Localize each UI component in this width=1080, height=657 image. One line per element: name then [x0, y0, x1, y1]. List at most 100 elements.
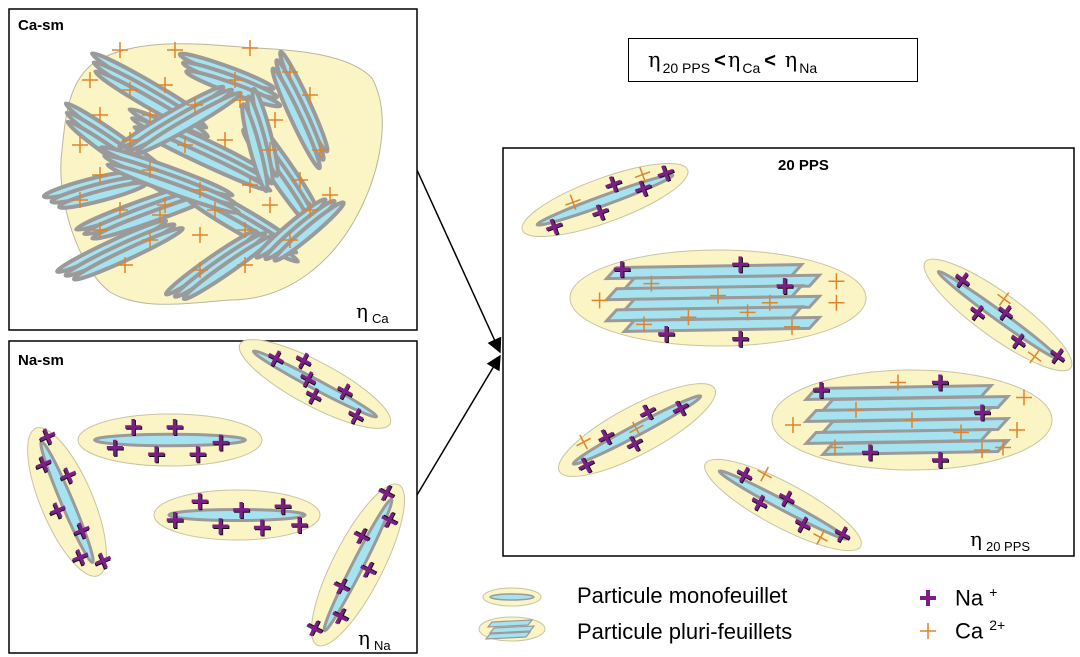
clay-sheet-stack	[240, 86, 280, 194]
ca-ion	[813, 530, 828, 545]
ca-ion	[1027, 349, 1042, 364]
na-ion	[592, 204, 610, 222]
clay-sheet	[620, 315, 823, 333]
ca-ion	[142, 162, 158, 178]
na-ion	[212, 518, 230, 536]
ca-ion	[576, 434, 592, 450]
monofeuillet-particle	[923, 258, 1073, 372]
clay-sheet	[272, 200, 346, 263]
na-ion	[106, 439, 124, 457]
na-ion	[348, 407, 365, 425]
na-ion	[597, 429, 616, 446]
na-ion	[306, 620, 324, 637]
ca-ion	[761, 294, 778, 311]
na-ion	[813, 382, 830, 399]
legend-na-label: Na +	[955, 584, 997, 611]
na-ion	[295, 352, 312, 370]
na-ion	[71, 549, 89, 567]
ca-ion	[282, 64, 298, 80]
clay-sheet	[535, 173, 675, 227]
na-ion	[932, 452, 949, 469]
ca-ion	[217, 132, 233, 148]
na-ion	[291, 517, 309, 534]
na-ion	[94, 552, 112, 570]
na-ion	[332, 608, 350, 625]
ca-ion	[227, 72, 243, 88]
ca-ion	[122, 132, 138, 148]
ca-ion	[192, 227, 208, 243]
legend-na-symbol	[920, 590, 936, 606]
ca-ion	[157, 77, 173, 93]
monofeuillet-particle	[557, 383, 717, 477]
ca-ion	[784, 318, 800, 335]
clay-sheet	[71, 226, 185, 282]
monofeuillet-particle	[27, 427, 112, 577]
legend-ca-symbol	[920, 623, 936, 639]
na-ion	[1010, 333, 1027, 350]
ca-ion	[322, 187, 338, 203]
pps-panel	[502, 147, 1075, 557]
na-ion	[212, 434, 230, 452]
na-ion	[381, 511, 399, 529]
ca-ion	[157, 197, 173, 213]
na-ion	[862, 444, 879, 462]
ca-ion	[92, 167, 108, 183]
legend-ca-text: Ca	[955, 618, 984, 644]
ca-ion	[636, 316, 652, 333]
eta-pps-symbol: η	[970, 527, 982, 551]
ca-ion	[629, 421, 644, 437]
na-ion	[49, 502, 66, 520]
ca-ion	[680, 309, 697, 326]
ca-ion	[92, 222, 108, 238]
legend-multi-label: Particule pluri-feuillets	[577, 619, 793, 644]
na-ion	[300, 371, 317, 389]
clay-sheet	[270, 66, 322, 171]
na-ion	[166, 419, 184, 436]
ca-ion	[995, 439, 1011, 456]
relation-sub-na: Na	[799, 60, 818, 76]
ca-ion	[634, 166, 651, 183]
clay-sheet-stack	[254, 197, 346, 263]
na-ion	[751, 494, 768, 512]
clay-sheet-stack	[117, 84, 243, 156]
na-ion	[59, 467, 77, 485]
relation-lt-2: <	[764, 50, 776, 72]
ca-ion	[122, 82, 138, 98]
ca-ion	[237, 222, 253, 238]
legend-na-charge: +	[989, 584, 998, 600]
arrow-na-to-pps	[416, 354, 501, 496]
clay-sheet	[936, 269, 1060, 361]
ca-ion	[591, 292, 608, 309]
ca-ion	[302, 202, 318, 218]
ca-ion	[890, 374, 906, 391]
na-particles	[27, 339, 406, 647]
na-ion	[974, 404, 991, 422]
na-ion	[732, 330, 750, 348]
ca-ion	[117, 257, 133, 273]
ca-ion	[112, 202, 128, 218]
pps-title: 20 PPS	[778, 157, 829, 174]
na-ion	[253, 519, 271, 537]
ca-ion	[177, 137, 193, 153]
relation-eta-3: η	[784, 48, 798, 72]
na-ion	[360, 561, 378, 579]
na-ion	[970, 304, 986, 322]
na-ion	[73, 522, 90, 540]
viscosity-relation-box	[628, 38, 918, 82]
ca-ion	[828, 273, 845, 290]
relation-lt-1: <	[714, 50, 726, 72]
na-sm-panel	[8, 340, 418, 654]
ca-ion	[267, 112, 283, 128]
ca-ion	[142, 232, 158, 248]
ca-ion	[1009, 422, 1025, 438]
ca-ion	[565, 194, 581, 211]
ca-ion	[292, 172, 308, 188]
na-ion	[189, 446, 207, 464]
pps-particles	[521, 162, 1073, 552]
legend-multi-symbol	[478, 616, 546, 642]
legend-mono-label: Particule monofeuillet	[577, 583, 788, 608]
ca-ion	[827, 439, 843, 456]
